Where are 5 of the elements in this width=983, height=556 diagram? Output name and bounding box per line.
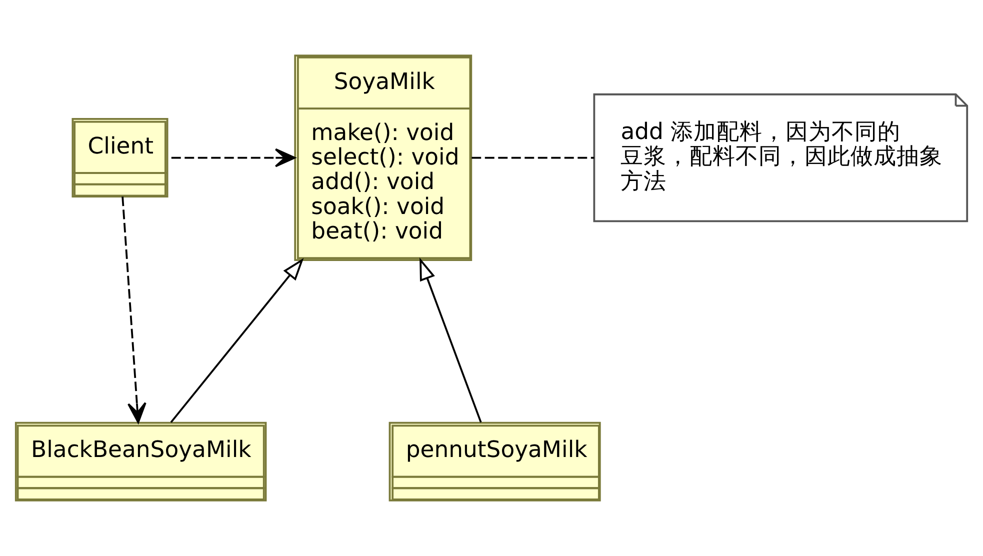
arrow: [170, 258, 304, 423]
connector: [472, 156, 594, 159]
arrow: [122, 196, 146, 424]
arrow: [171, 148, 296, 168]
arrow: [420, 258, 482, 423]
